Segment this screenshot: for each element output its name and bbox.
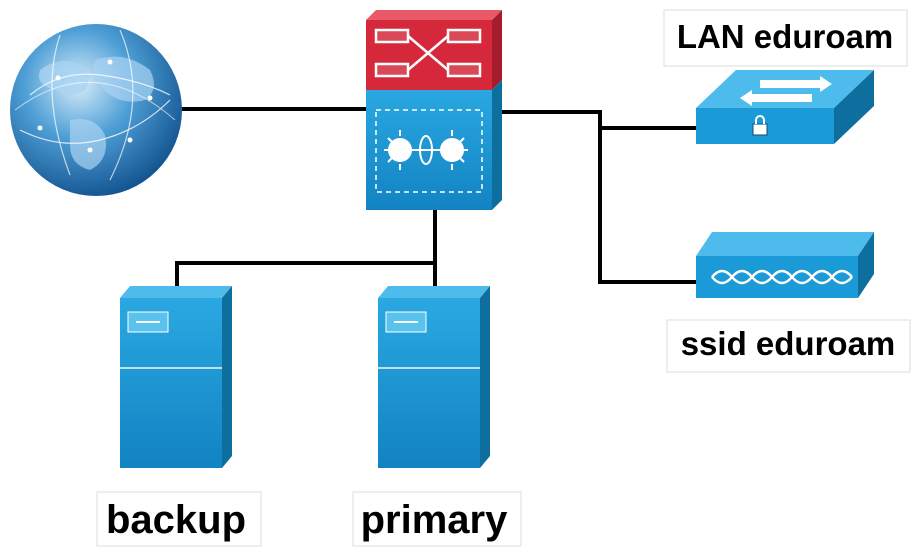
- label-backup: backup: [96, 491, 262, 547]
- lan-label: LAN eduroam: [677, 18, 893, 55]
- lock-icon: [752, 115, 768, 136]
- access-point-icon: [696, 232, 874, 298]
- router-firewall-icon: [366, 10, 502, 210]
- label-ssid: ssid eduroam: [666, 319, 911, 373]
- backup-server-icon: [120, 286, 232, 468]
- switch-icon: [696, 70, 874, 144]
- label-primary: primary: [352, 491, 522, 547]
- backup-label: backup: [106, 498, 246, 542]
- globe-icon: [10, 24, 182, 196]
- ssid-label: ssid eduroam: [681, 325, 896, 362]
- primary-server-icon: [378, 286, 490, 468]
- edge-router-lan: [502, 110, 696, 130]
- connections: [175, 107, 696, 286]
- label-lan: LAN eduroam: [663, 9, 908, 67]
- edge-router-ap: [598, 128, 696, 284]
- edge-router-backup: [175, 261, 435, 286]
- primary-label: primary: [361, 498, 508, 542]
